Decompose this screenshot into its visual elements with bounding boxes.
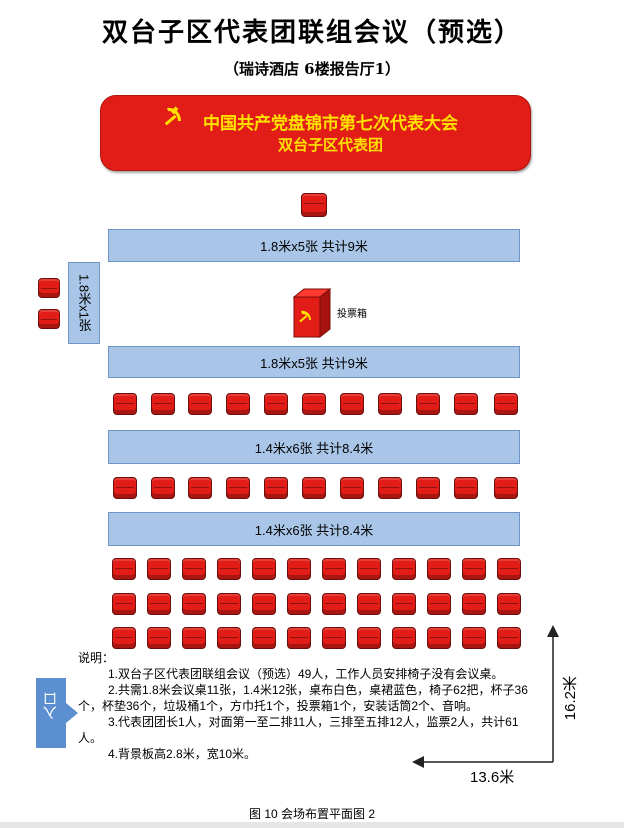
ballot-box-label: 投票箱 <box>337 309 367 320</box>
entrance-arrow-icon <box>36 678 78 748</box>
chair <box>182 627 206 649</box>
chair <box>113 477 137 499</box>
entrance-marker: 入口 <box>36 678 78 748</box>
chair <box>357 558 381 580</box>
chair <box>416 393 440 415</box>
chair <box>252 627 276 649</box>
note-2b: 个，杯垫36个，垃圾桶1个，方巾托1个，投票箱1个，安装话筒2个、音响。 <box>78 699 479 713</box>
chair <box>340 477 364 499</box>
chair <box>497 558 521 580</box>
page-title: 双台子区代表团联组会议（预选） <box>101 18 522 48</box>
chair <box>287 558 311 580</box>
table-row-3: 1.4米x6张 共计8.4米 <box>108 430 520 464</box>
chair <box>462 593 486 615</box>
chair <box>497 593 521 615</box>
venue-subtitle: （瑞诗酒店 6楼报告厅1） <box>223 60 401 78</box>
table-side: 1.8米x1张 <box>68 262 100 344</box>
stage-backdrop: 中国共产党盘锦市第七次代表大会 双台子区代表团 <box>100 95 531 171</box>
chair-side-2 <box>38 309 60 329</box>
chair <box>357 627 381 649</box>
chair <box>454 477 478 499</box>
chair <box>357 593 381 615</box>
chair <box>322 558 346 580</box>
chair <box>112 558 136 580</box>
chair <box>188 393 212 415</box>
figure-caption: 图 10 会场布置平面图 2 <box>248 807 376 821</box>
chair <box>322 627 346 649</box>
chair <box>392 627 416 649</box>
ballot-box-icon <box>292 287 332 339</box>
table-row-1: 1.8米x5张 共计9米 <box>108 229 520 262</box>
chair <box>494 477 518 499</box>
table-side-label: 1.8米x1张 <box>76 274 92 332</box>
chair <box>378 477 402 499</box>
chair <box>264 477 288 499</box>
chair <box>340 393 364 415</box>
chair <box>113 393 137 415</box>
dimension-arrows <box>412 625 559 768</box>
chair <box>217 558 241 580</box>
backdrop-line-2: 双台子区代表团 <box>277 136 383 154</box>
chair <box>182 593 206 615</box>
chair <box>217 627 241 649</box>
note-2a: 2.共需1.8米会议桌11张，1.4米12张，桌布白色，桌裙蓝色，椅子62把，杯… <box>108 683 528 697</box>
table-row-2: 1.8米x5张 共计9米 <box>108 346 520 378</box>
chair <box>147 593 171 615</box>
chair <box>151 477 175 499</box>
chair <box>147 558 171 580</box>
chair-head <box>301 193 327 217</box>
table-row-3-label: 1.4米x6张 共计8.4米 <box>254 440 374 456</box>
chair <box>462 627 486 649</box>
chair <box>497 627 521 649</box>
chair <box>427 593 451 615</box>
entrance-label: 入口 <box>42 692 58 720</box>
table-row-2-label: 1.8米x5张 共计9米 <box>260 355 368 371</box>
dimension-width-label: 13.6米 <box>470 769 515 786</box>
table-row-4-label: 1.4米x6张 共计8.4米 <box>254 522 374 538</box>
chair <box>182 558 206 580</box>
party-emblem-icon <box>164 106 181 126</box>
dimension-height-label: 16.2米 <box>562 676 579 721</box>
table-row-4: 1.4米x6张 共计8.4米 <box>108 512 520 546</box>
note-4: 4.背景板高2.8米，宽10米。 <box>108 747 257 761</box>
note-3b: 人。 <box>78 731 103 745</box>
chair <box>302 477 326 499</box>
note-3a: 3.代表团团长1人，对面第一至二排11人，三排至五排12人，监票2人，共计61 <box>108 715 519 729</box>
notes-heading: 说明： <box>78 651 115 665</box>
chair <box>416 477 440 499</box>
chair <box>427 627 451 649</box>
chair <box>287 627 311 649</box>
table-row-1-label: 1.8米x5张 共计9米 <box>260 239 368 254</box>
chair-side-1 <box>38 278 60 298</box>
chair <box>226 393 250 415</box>
chair <box>151 393 175 415</box>
chair <box>147 627 171 649</box>
chair <box>112 627 136 649</box>
chair <box>264 393 288 415</box>
chair <box>188 477 212 499</box>
chair <box>454 393 478 415</box>
chair <box>494 393 518 415</box>
chair <box>302 393 326 415</box>
chair <box>462 558 486 580</box>
page-bottom-bar <box>0 822 624 828</box>
note-1: 1.双台子区代表团联组会议（预选）49人，工作人员安排椅子没有会议桌。 <box>108 667 504 681</box>
chair <box>252 593 276 615</box>
chair <box>217 593 241 615</box>
chair <box>322 593 346 615</box>
chair <box>392 593 416 615</box>
chair <box>287 593 311 615</box>
backdrop-line-1: 中国共产党盘锦市第七次代表大会 <box>203 114 458 134</box>
chair <box>252 558 276 580</box>
notes: 说明： 1.双台子区代表团联组会议（预选）49人，工作人员安排椅子没有会议桌。 … <box>78 650 558 762</box>
chair <box>226 477 250 499</box>
chair <box>392 558 416 580</box>
chair <box>112 593 136 615</box>
chair <box>427 558 451 580</box>
chair <box>378 393 402 415</box>
